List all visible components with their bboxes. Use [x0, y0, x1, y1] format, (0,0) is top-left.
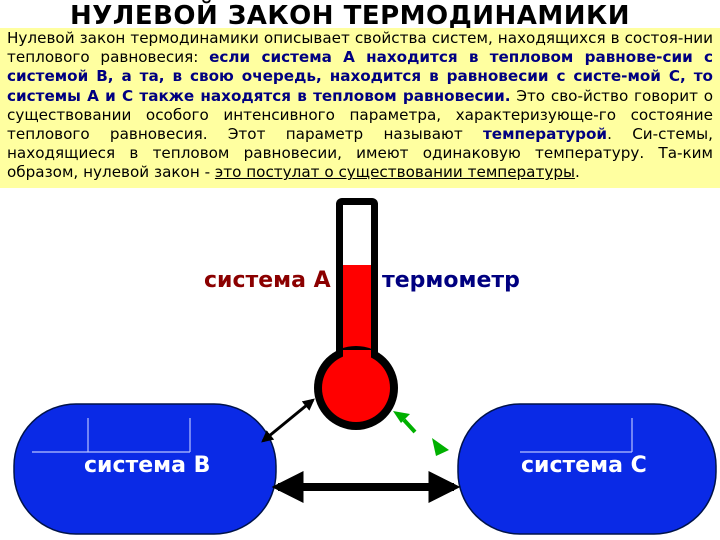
label-thermometer: термометр	[382, 268, 520, 293]
arrow-a-b	[261, 398, 315, 443]
para-part-3: . Си-стемы, находящиеся в тепловом равно…	[7, 125, 713, 182]
slide-title: НУЛЕВОЙ ЗАКОН ТЕРМОДИНАМИКИ	[69, 1, 631, 31]
title-bar	[0, 0, 720, 30]
para-part-1: Нулевой закон термодинамики описывает св…	[7, 29, 713, 67]
para-part-4: .	[574, 163, 580, 182]
text-box	[0, 28, 720, 188]
para-underlined: это постулат о существовании температуры	[214, 163, 575, 182]
para-term: температурой	[482, 125, 608, 144]
para-emphasis: если система А находится в тепловом равн…	[7, 48, 713, 105]
thermometer	[314, 198, 398, 430]
description-paragraph: Нулевой закон термодинамики описывает св…	[7, 29, 713, 183]
label-system-b: система В	[84, 453, 211, 478]
label-system-c: система С	[521, 453, 647, 478]
system-b-shape	[13, 403, 277, 535]
label-system-a: система А	[204, 268, 331, 293]
para-part-2: Это сво-йство говорит о существовании ос…	[7, 86, 713, 144]
thermometer-bulb	[322, 354, 390, 422]
system-c-shape	[457, 403, 717, 535]
green-arrow-a-c	[393, 411, 449, 456]
